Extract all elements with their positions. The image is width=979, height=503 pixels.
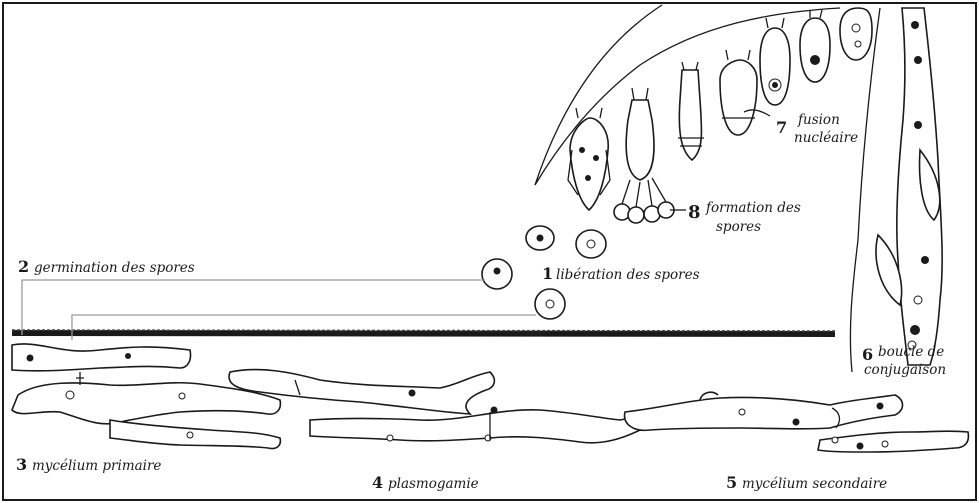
svg-text:spores: spores <box>716 219 761 235</box>
svg-text:mycélium secondaire: mycélium secondaire <box>742 476 887 492</box>
svg-text:nucléaire: nucléaire <box>794 130 858 146</box>
germination-arrow <box>22 280 485 335</box>
stage-label-3: 3 mycélium primaire <box>16 455 161 474</box>
stage-label-1: 1 libération des spores <box>542 264 700 283</box>
svg-text:1: 1 <box>542 264 553 283</box>
stage-label-7: 7 fusion nucléaire <box>776 112 858 146</box>
svg-text:boucle de: boucle de <box>878 344 944 360</box>
svg-text:5: 5 <box>726 473 737 492</box>
plasmogamy-hyphae <box>229 370 665 443</box>
svg-text:7: 7 <box>776 118 787 137</box>
svg-text:fusion: fusion <box>797 112 840 128</box>
stage-label-6: 6 boucle de conjugaison <box>862 344 946 378</box>
svg-text:germination des spores: germination des spores <box>34 260 195 276</box>
svg-text:mycélium primaire: mycélium primaire <box>32 458 161 474</box>
svg-text:8: 8 <box>688 202 701 223</box>
stipe-left-edge <box>850 8 880 372</box>
svg-text:3: 3 <box>16 455 27 474</box>
ground-line <box>12 333 835 334</box>
svg-text:plasmogamie: plasmogamie <box>388 476 479 492</box>
svg-text:libération des spores: libération des spores <box>556 267 700 283</box>
svg-text:4: 4 <box>372 473 383 492</box>
stage-label-2: 2 germination des spores <box>18 257 195 276</box>
svg-text:formation des: formation des <box>705 200 801 216</box>
secondary-mycelium <box>625 392 969 452</box>
primary-mycelium <box>12 344 280 449</box>
stage-label-4: 4 plasmogamie <box>372 473 479 492</box>
stage-label-5: 5 mycélium secondaire <box>726 473 887 492</box>
svg-text:2: 2 <box>18 257 29 276</box>
stage-label-8: 8 formation des spores <box>688 200 801 235</box>
svg-text:conjugaison: conjugaison <box>864 362 946 378</box>
